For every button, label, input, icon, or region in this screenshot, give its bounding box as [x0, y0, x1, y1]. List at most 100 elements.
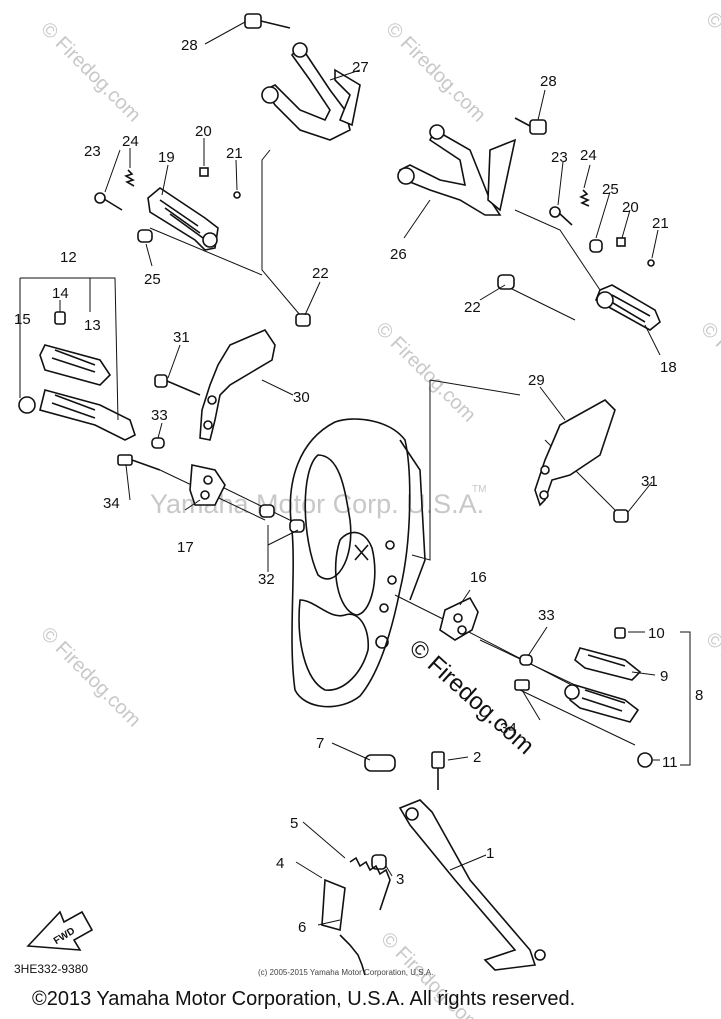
callout-14: 14 [52, 285, 69, 302]
callout-19: 19 [158, 149, 175, 166]
part-22-nut-right [497, 274, 515, 290]
part-27-rear-bracket-left [261, 42, 361, 141]
callout-17: 17 [177, 539, 194, 556]
part-22-nut-left [295, 313, 311, 327]
part-32-bolt-a [259, 504, 275, 518]
watermark-site-6: © Firedog.com [36, 623, 145, 732]
watermark-tm: TM [472, 484, 486, 495]
callout-8: 8 [695, 687, 703, 704]
part-6-spring-coil [339, 934, 366, 976]
part-30-heel-guard-left [199, 329, 276, 441]
callout-30: 30 [293, 389, 310, 406]
callout-29: 29 [528, 372, 545, 389]
callout-12: 12 [60, 249, 77, 266]
parts [18, 13, 661, 976]
callout-25b: 25 [602, 181, 619, 198]
part-29-heel-guard-right [534, 399, 616, 507]
part-33-washer-right [519, 654, 533, 666]
watermark-site-7: © Firedog.com [701, 628, 721, 737]
copyright-notice: ©2013 Yamaha Motor Corporation, U.S.A. A… [32, 988, 576, 1010]
part-23-pin-left [94, 192, 106, 204]
part-28-bolt-right [514, 117, 547, 135]
callout-31b: 31 [641, 473, 658, 490]
part-21-ring-right [647, 259, 655, 267]
callout-28b: 28 [540, 73, 557, 90]
part-2-bolt [431, 751, 445, 790]
callout-11: 11 [662, 754, 678, 771]
part-17-footrest-bracket-left [189, 464, 226, 506]
part-4-spring-outer [321, 878, 346, 932]
callout-9: 9 [660, 668, 668, 685]
callout-16: 16 [470, 569, 487, 586]
small-copyright-notice: (c) 2005-2015 Yamaha Motor Corporation, … [258, 968, 434, 977]
callout-33b: 33 [538, 607, 555, 624]
part-5-spring-inner [349, 856, 391, 911]
watermark-site-2: © Firedog.com [381, 18, 490, 127]
watermark-center: © Firedog.com [404, 634, 539, 760]
callout-7: 7 [316, 735, 324, 752]
part-16-footrest-bracket-right [439, 596, 479, 641]
callout-20: 20 [195, 123, 212, 140]
part-18-rear-footrest-right [594, 284, 661, 331]
callout-32: 32 [258, 571, 275, 588]
callout-1: 1 [486, 845, 494, 862]
watermark-site-3: © Firedog.com [701, 8, 721, 117]
callout-27: 27 [352, 59, 369, 76]
callout-24b: 24 [580, 147, 597, 164]
callout-28: 28 [181, 37, 198, 54]
watermark-site-5: © Firedog.com [696, 318, 721, 427]
callout-20b: 20 [622, 199, 639, 216]
part-12-front-footrest-left [18, 311, 136, 441]
callout-5: 5 [290, 815, 298, 832]
callout-18: 18 [660, 359, 677, 376]
callout-31: 31 [173, 329, 190, 346]
part-7-plate [364, 754, 396, 772]
part-34-bolt-left [117, 454, 133, 466]
callout-13: 13 [84, 317, 101, 334]
part-19-rear-footrest-left [147, 187, 219, 251]
part-24-spring-left [124, 169, 135, 187]
part-23-pin-right [549, 206, 561, 218]
callout-34: 34 [103, 495, 120, 512]
callout-33: 33 [151, 407, 168, 424]
callout-34b: 34 [500, 720, 517, 737]
part-20-ball-right [616, 237, 626, 247]
part-25-washer-left [137, 229, 153, 243]
callout-10: 10 [648, 625, 665, 642]
callout-23: 23 [84, 143, 101, 160]
diagram-part-code: 3HE332-9380 [14, 962, 89, 976]
callout-15: 15 [14, 311, 31, 328]
part-33-washer-left [151, 437, 165, 449]
callout-3: 3 [396, 871, 404, 888]
watermark-site-1: © Firedog.com [36, 18, 145, 127]
part-25-washer-right [589, 239, 603, 253]
part-8-front-footrest-right [564, 627, 653, 768]
callout-6: 6 [298, 919, 306, 936]
callout-21: 21 [226, 145, 243, 162]
part-28-bolt-left [244, 13, 291, 29]
callout-2: 2 [473, 749, 481, 766]
part-20-ball-left [199, 167, 209, 177]
part-31-bolt-left [154, 374, 201, 396]
callout-25: 25 [144, 271, 161, 288]
watermark-site-4: © Firedog.com [371, 318, 480, 427]
callout-22b: 22 [464, 299, 481, 316]
part-32-bolt-b [289, 519, 305, 533]
callout-23b: 23 [551, 149, 568, 166]
part-24-spring-right [579, 189, 590, 207]
callout-numbers: 1 2 3 4 5 6 7 8 9 10 11 12 13 14 15 16 1… [14, 37, 703, 936]
front-direction-arrow: FWD [26, 910, 94, 951]
callout-22: 22 [312, 265, 329, 282]
callout-leaders [19, 21, 691, 926]
callout-21b: 21 [652, 215, 669, 232]
callout-26: 26 [390, 246, 407, 263]
callout-4: 4 [276, 855, 284, 872]
part-1-sidestand [398, 799, 546, 971]
frame [289, 418, 426, 708]
callout-24: 24 [122, 133, 139, 150]
part-34-bolt-right [514, 679, 530, 691]
part-31-bolt-right [613, 509, 629, 523]
part-21-ring-left [233, 191, 241, 199]
